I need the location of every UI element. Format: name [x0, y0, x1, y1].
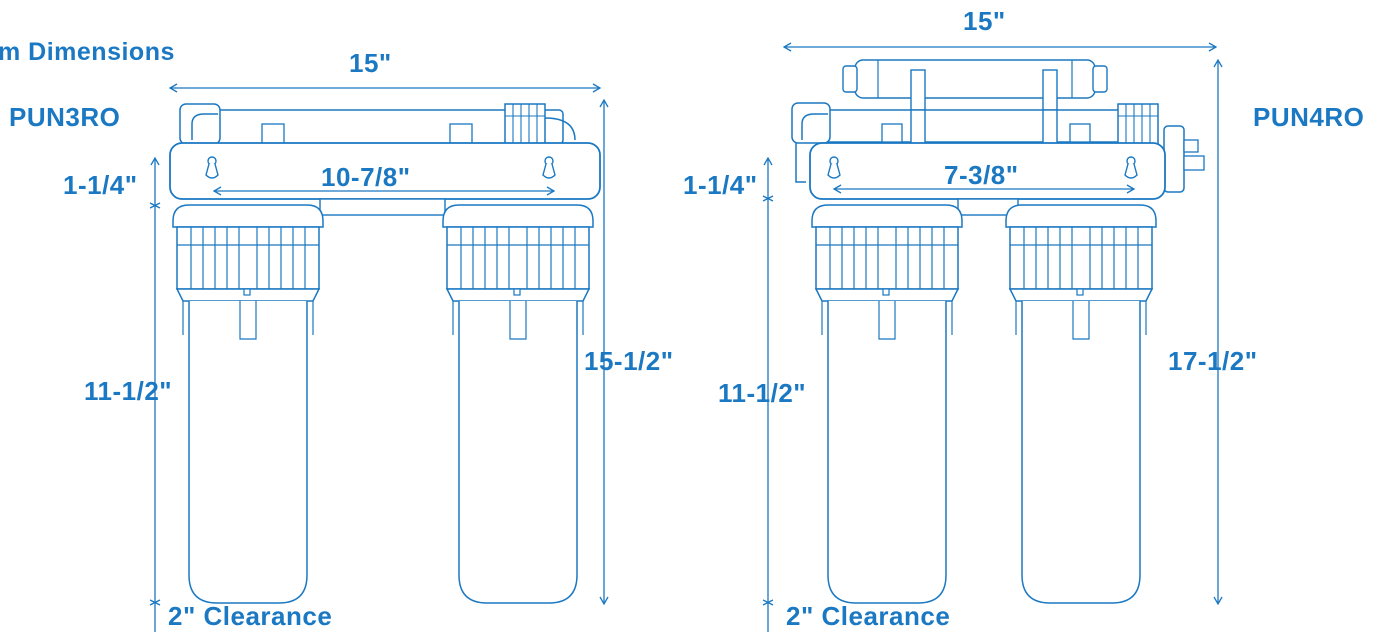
pun4ro-total-height-label: 17-1/2" [1168, 346, 1258, 376]
pun3ro-overall-width-label: 15" [349, 48, 392, 78]
pun3ro-clearance-label: 2" Clearance [168, 601, 333, 631]
pun3ro-total-height-label: 15-1/2" [584, 346, 674, 376]
pun4ro-clearance-label: 2" Clearance [786, 601, 951, 631]
pun4ro-unit-drawing [791, 59, 1205, 604]
pun3ro-model-label: PUN3RO [9, 102, 121, 132]
pun4ro-top-height-label: 1-1/4" [683, 170, 758, 200]
pun4ro-model-label: PUN4RO [1253, 102, 1365, 132]
pun4ro-overall-width-label: 15" [963, 6, 1006, 36]
pun4ro-dimension-lines [762, 42, 1223, 632]
pun3ro-top-height-label: 1-1/4" [63, 170, 138, 200]
pun3ro-mount-width-label: 10-7/8" [321, 162, 411, 192]
pun4ro-mount-width-label: 7-3/8" [944, 160, 1019, 190]
pun3ro-dimension-lines [149, 83, 609, 632]
page-title: m Dimensions [0, 38, 175, 66]
pun3ro-unit-drawing [169, 103, 601, 604]
pun3ro-housing-height-label: 11-1/2" [84, 376, 173, 406]
pun4ro-housing-height-label: 11-1/2" [718, 378, 807, 408]
